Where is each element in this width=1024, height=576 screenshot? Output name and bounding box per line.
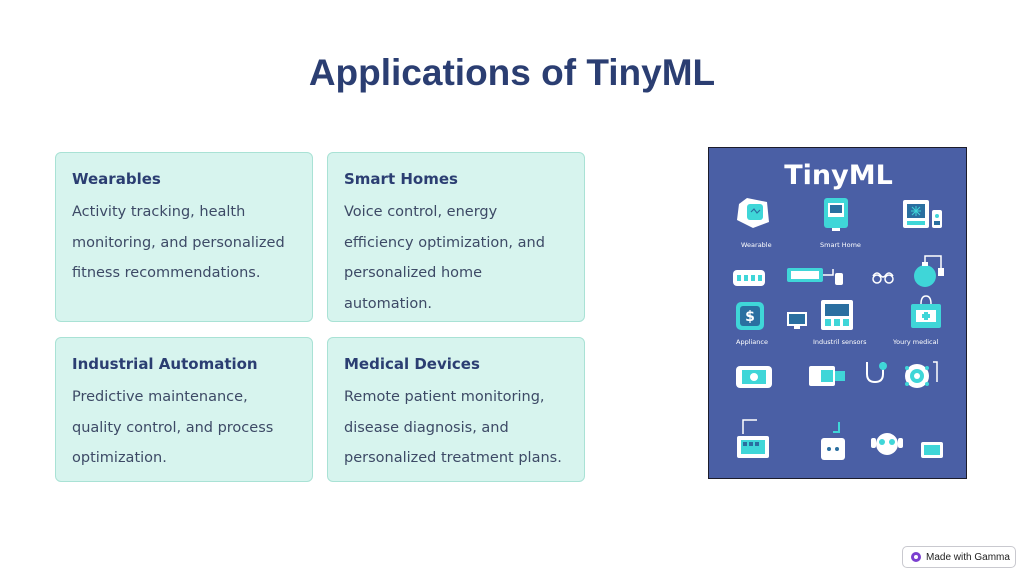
card-body: Remote patient monitoring, disease diagn… [344, 389, 562, 466]
medical-bag-icon [911, 295, 941, 328]
control-panel-icon [821, 300, 853, 330]
robot-icon [871, 433, 903, 455]
badge-label: Made with Gamma [926, 551, 1010, 563]
dollar-device-icon: $ [736, 302, 764, 330]
label-medical: Youry medical [893, 338, 939, 346]
monitor-icon [787, 312, 807, 329]
glasses-icon [872, 272, 894, 284]
label-smart-home: Smart Home [820, 241, 861, 249]
card-wearables: Wearables Activity tracking, health moni… [55, 152, 313, 322]
bulb-icon [914, 255, 944, 287]
smart-thermostat-icon [824, 198, 848, 231]
gear-sensor-icon [905, 361, 938, 388]
gamma-logo-icon [911, 552, 921, 562]
battery-icon [921, 442, 943, 458]
card-title: Medical Devices [344, 355, 480, 373]
stethoscope-icon [866, 362, 887, 384]
page-title: Applications of TinyML [308, 52, 716, 93]
power-strip-icon [733, 270, 765, 286]
label-wearable: Wearable [741, 241, 772, 249]
label-industrial-sensors: Industril sensors [813, 338, 867, 346]
card-title: Industrial Automation [72, 355, 258, 373]
svg-text:$: $ [745, 309, 755, 325]
socket-icon [821, 422, 845, 460]
made-with-gamma-badge[interactable]: Made with Gamma [902, 546, 1016, 568]
card-body: Voice control, energy efficiency optimiz… [344, 204, 545, 312]
infusion-device-icon [737, 419, 769, 458]
tinyml-illustration: TinyML Wearable Smart Home [708, 147, 967, 479]
card-title: Wearables [72, 170, 161, 188]
card-industrial-automation: Industrial Automation Predictive mainten… [55, 337, 313, 482]
card-title: Smart Homes [344, 170, 458, 188]
sensor-icon [809, 366, 845, 386]
card-smart-homes: Smart Homes Voice control, energy effici… [327, 152, 585, 322]
card-body: Activity tracking, health monitoring, an… [72, 204, 285, 281]
phone-icon [736, 366, 772, 388]
card-body: Predictive maintenance, quality control,… [72, 389, 274, 466]
plug-icon [787, 268, 843, 285]
smart-appliance-icon [903, 200, 942, 228]
card-medical-devices: Medical Devices Remote patient monitorin… [327, 337, 585, 482]
label-appliance: Appliance [736, 338, 768, 346]
illustration-title: TinyML [784, 160, 893, 191]
smartwatch-icon [737, 198, 769, 228]
